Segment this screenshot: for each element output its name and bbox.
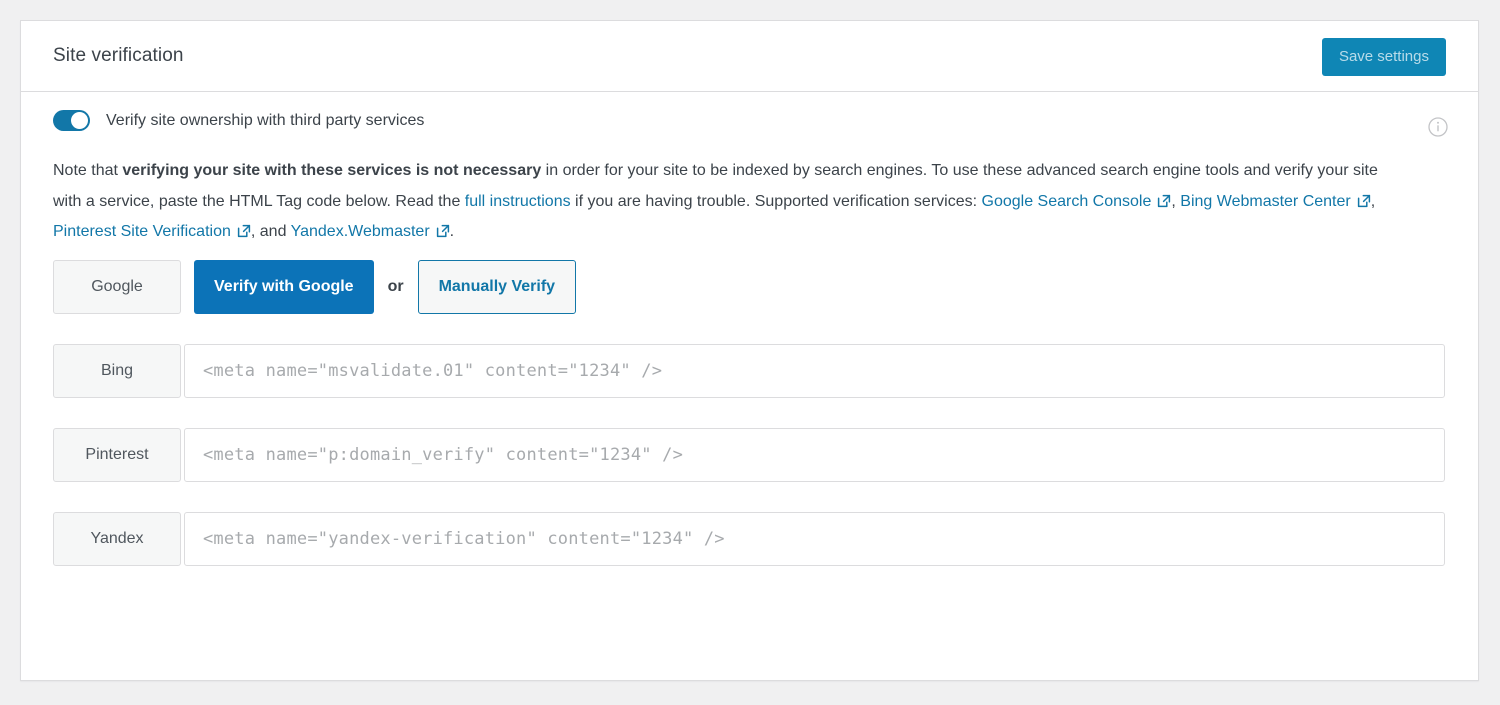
service-row-pinterest: Pinterest <meta name="p:domain_verify" c…	[53, 428, 1445, 482]
note-text-end: .	[449, 223, 455, 240]
manually-verify-button[interactable]: Manually Verify	[417, 260, 577, 314]
service-label-yandex: Yandex	[53, 512, 181, 566]
external-link-icon	[436, 219, 450, 238]
bing-meta-tag-input[interactable]: <meta name="msvalidate.01" content="1234…	[184, 344, 1445, 398]
google-search-console-link[interactable]: Google Search Console	[981, 192, 1152, 210]
verification-note: Note that verifying your site with these…	[53, 156, 1408, 248]
service-label-pinterest: Pinterest	[53, 428, 181, 482]
info-icon[interactable]	[1428, 117, 1448, 137]
full-instructions-link[interactable]: full instructions	[464, 192, 571, 210]
note-bold-emphasis: verifying your site with these services …	[122, 162, 542, 179]
pinterest-site-verification-link[interactable]: Pinterest Site Verification	[53, 223, 231, 240]
verify-ownership-toggle[interactable]	[53, 110, 90, 131]
verify-with-google-button[interactable]: Verify with Google	[194, 260, 374, 314]
yandex-meta-tag-input[interactable]: <meta name="yandex-verification" content…	[184, 512, 1445, 566]
card-header: Site verification Save settings	[21, 21, 1478, 92]
note-separator-1: ,	[1171, 192, 1181, 210]
verification-services-list: Google Verify with Google or Manually Ve…	[53, 260, 1445, 566]
service-label-bing: Bing	[53, 344, 181, 398]
note-text-part3: if you are having trouble. Supported ver…	[570, 192, 982, 210]
note-separator-3: , and	[250, 223, 291, 240]
service-row-bing: Bing <meta name="msvalidate.01" content=…	[53, 344, 1445, 398]
verify-ownership-toggle-row: Verify site ownership with third party s…	[53, 110, 424, 131]
external-link-icon	[1357, 189, 1371, 207]
toggle-knob	[71, 112, 88, 129]
yandex-webmaster-link[interactable]: Yandex.Webmaster	[290, 223, 430, 240]
note-separator-2: ,	[1370, 192, 1376, 210]
note-text-part2: in order for your site to be indexed by …	[53, 162, 1378, 210]
bing-webmaster-center-link[interactable]: Bing Webmaster Center	[1180, 192, 1351, 210]
pinterest-meta-tag-input[interactable]: <meta name="p:domain_verify" content="12…	[184, 428, 1445, 482]
external-link-icon	[237, 219, 251, 238]
note-text-part1: Note that	[53, 162, 123, 179]
site-verification-card: Site verification Save settings Verify s…	[20, 20, 1479, 681]
service-row-yandex: Yandex <meta name="yandex-verification" …	[53, 512, 1445, 566]
or-separator-label: or	[387, 278, 404, 295]
external-link-icon	[1157, 189, 1171, 207]
save-settings-button[interactable]: Save settings	[1321, 38, 1446, 76]
service-label-google: Google	[53, 260, 181, 314]
service-row-google: Google Verify with Google or Manually Ve…	[53, 260, 1445, 314]
verify-ownership-toggle-label: Verify site ownership with third party s…	[106, 111, 425, 129]
page-title: Site verification	[53, 45, 184, 66]
